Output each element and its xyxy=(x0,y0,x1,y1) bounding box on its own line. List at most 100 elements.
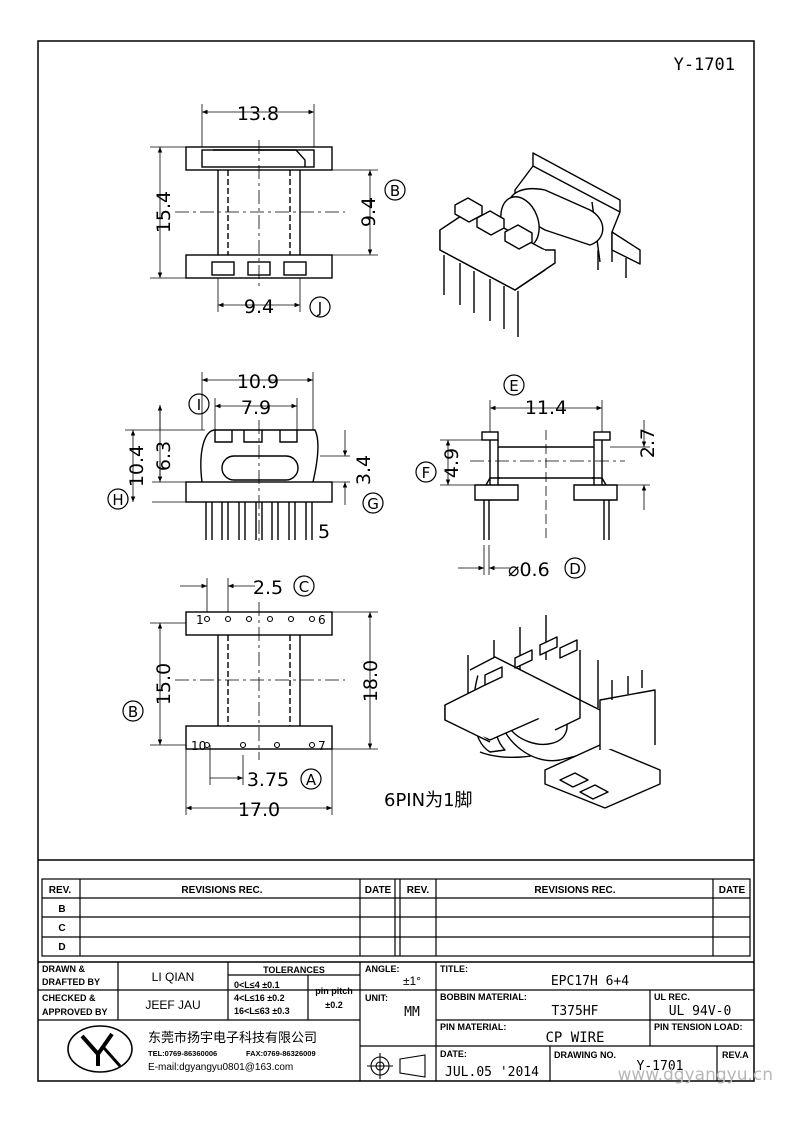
dim-top-width: 13.8 xyxy=(237,103,279,125)
pin-pitch-value: ±0.2 xyxy=(325,1000,342,1010)
company-name: 东莞市扬宇电子科技有限公司 xyxy=(148,1030,317,1045)
side-view xyxy=(440,400,650,575)
title-block xyxy=(38,961,754,1081)
company-logo-icon xyxy=(67,1025,133,1073)
callout-g: G xyxy=(367,495,379,513)
drawing-no-label: DRAWING NO. xyxy=(554,1050,616,1060)
rev-row-c: C xyxy=(58,923,65,934)
company-email: E-mail:dgyangyu0801@163.com xyxy=(148,1062,293,1073)
title-label: TITLE: xyxy=(440,964,468,974)
rev-row-b: B xyxy=(58,904,65,915)
dim-side-h2: 2.7 xyxy=(637,428,659,458)
callout-b: B xyxy=(390,182,400,200)
revisions-rec-header-right: REVISIONS REC. xyxy=(534,885,615,896)
title-value: EPC17H 6+4 xyxy=(551,974,629,989)
ul-rec-label: UL REC. xyxy=(654,992,690,1002)
callout-f: F xyxy=(422,464,431,482)
callout-c: C xyxy=(299,578,309,596)
dim-side-h1: 4.9 xyxy=(441,448,463,478)
dim-front-h1: 6.3 xyxy=(153,441,175,471)
pin-label-7: 7 xyxy=(318,739,326,753)
unit-label: UNIT: xyxy=(365,993,388,1003)
unit-value: MM xyxy=(404,1005,420,1020)
callout-d-circle xyxy=(564,557,586,579)
pin-tension-label: PIN TENSION LOAD: xyxy=(654,1022,743,1032)
pin-material-value: CP WIRE xyxy=(545,1030,604,1046)
revisions-rec-header-left: REVISIONS REC. xyxy=(181,885,262,896)
watermark: www.dgyangyu.cn xyxy=(617,1065,773,1085)
callout-a: A xyxy=(306,771,317,789)
pin-label-6: 6 xyxy=(318,613,326,627)
approved-label: APPROVED BY xyxy=(42,1007,108,1017)
callout-c-circle xyxy=(293,575,315,597)
drawn-label: DRAWN & xyxy=(42,964,85,974)
callout-i-circle xyxy=(188,393,210,415)
rev-header-left: REV. xyxy=(49,885,72,896)
drawing-no-value: Y-1701 xyxy=(637,1059,684,1074)
callout-b2-circle xyxy=(122,700,144,722)
callout-b-circle xyxy=(384,179,406,201)
tolerance-3: 16<L≤63 ±0.3 xyxy=(234,1006,290,1016)
dim-front-w2: 7.9 xyxy=(241,397,271,419)
angle-value: ±1° xyxy=(403,974,421,988)
dim-bottom-h1: 15.0 xyxy=(153,663,175,705)
dim-side-pin: ⌀0.6 xyxy=(508,559,550,581)
dim-bottom-h2: 18.0 xyxy=(360,660,382,702)
company-fax: FAX:0769-86326009 xyxy=(246,1049,316,1058)
tolerances-label: TOLERANCES xyxy=(263,965,325,975)
dim-top-height: 15.4 xyxy=(153,191,175,233)
projection-symbol-icon xyxy=(367,1053,426,1079)
date-label: DATE: xyxy=(440,1049,467,1059)
dim-bottom-w: 17.0 xyxy=(238,799,280,821)
callout-a-circle xyxy=(300,768,322,790)
iso-view-top xyxy=(439,152,641,337)
pin-pitch-label: pin pitch xyxy=(315,986,353,996)
revision-table xyxy=(38,859,754,957)
dim-bottom-row: 3.75 xyxy=(247,769,289,791)
date-value: JUL.05 '2014 xyxy=(445,1065,539,1080)
callout-f-circle xyxy=(415,461,437,483)
checked-label: CHECKED & xyxy=(42,993,96,1003)
callout-d: D xyxy=(569,560,581,578)
dim-front-h2: 10.4 xyxy=(126,445,148,487)
date-header-right: DATE xyxy=(719,885,746,896)
dim-front-pin5: 5 xyxy=(318,521,330,543)
pin-note: 6PIN为1脚 xyxy=(384,790,473,811)
front-view xyxy=(125,372,350,545)
iso-view-bottom xyxy=(444,615,661,809)
pin-material-label: PIN MATERIAL: xyxy=(440,1022,506,1032)
bottom-view xyxy=(150,578,378,815)
callout-h-circle xyxy=(107,488,129,510)
callout-g-circle xyxy=(362,492,384,514)
rev-header-right: REV. xyxy=(407,885,430,896)
callout-j: J xyxy=(317,299,322,317)
bottom-pin-holes xyxy=(203,615,316,749)
callout-i: I xyxy=(197,396,201,414)
callout-b2: B xyxy=(128,703,138,721)
pin-label-1: 1 xyxy=(196,613,204,627)
rev-row-d: D xyxy=(58,942,65,953)
dim-front-g: 3.4 xyxy=(353,455,375,485)
pin-label-10: 10 xyxy=(191,739,206,753)
bobbin-material-label: BOBBIN MATERIAL: xyxy=(440,992,527,1002)
callout-e: E xyxy=(509,377,518,395)
sheet-border xyxy=(37,40,755,1082)
callout-j-circle xyxy=(309,296,331,318)
checked-by: JEEF JAU xyxy=(145,998,200,1012)
ul-rec-value: UL 94V-0 xyxy=(669,1004,732,1019)
rev-a-label: REV.A xyxy=(722,1050,749,1060)
top-view xyxy=(150,104,378,312)
company-tel: TEL:0769-86360006 xyxy=(148,1049,217,1058)
drafted-label: DRAFTED BY xyxy=(42,977,100,987)
dim-bottom-pitch: 2.5 xyxy=(253,577,283,599)
dim-top-inner: 9.4 xyxy=(358,197,380,227)
angle-label: ANGLE: xyxy=(365,964,400,974)
tolerance-2: 4<L≤16 ±0.2 xyxy=(234,993,285,1003)
callout-e-circle xyxy=(503,374,525,396)
bobbin-material-value: T375HF xyxy=(552,1004,599,1019)
dim-top-pin: 9.4 xyxy=(244,296,274,318)
drawing-number-top: Y-1701 xyxy=(674,55,735,75)
drawn-by: LI QIAN xyxy=(152,970,195,984)
date-header-left: DATE xyxy=(365,885,392,896)
